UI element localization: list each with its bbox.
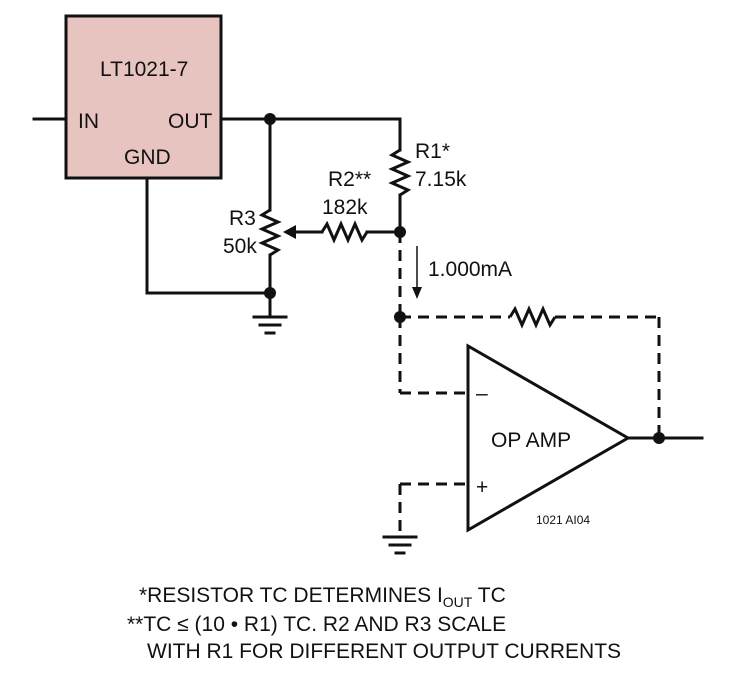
footnote-1-subscript: OUT <box>442 594 473 610</box>
r1-value: 7.15k <box>415 168 467 191</box>
footnote-2: **TC ≤ (10 • R1) TC. R2 AND R3 SCALE <box>127 613 506 637</box>
footnote-1-text: *RESISTOR TC DETERMINES I <box>139 584 443 607</box>
ground-symbol-2 <box>382 535 418 555</box>
r2-value: 182k <box>322 196 368 219</box>
current-label: 1.000mA <box>428 258 512 281</box>
footnote-3: WITH R1 FOR DIFFERENT OUTPUT CURRENTS <box>147 640 621 664</box>
output-junction-dot <box>653 432 665 444</box>
op-amp-minus: – <box>476 382 488 405</box>
ground-symbol-1 <box>252 315 288 335</box>
feedback-resistor <box>508 305 557 329</box>
lt1021-block <box>64 14 223 180</box>
op-amp-label: OP AMP <box>491 429 571 452</box>
r3-wiper-arrow <box>283 225 296 239</box>
ic-name: LT1021-7 <box>100 58 188 81</box>
current-arrow-head <box>412 287 422 299</box>
r1-name: R1* <box>415 140 450 163</box>
footnote-1: *RESISTOR TC DETERMINES IOUT TC <box>139 584 506 610</box>
op-amp-plus: + <box>476 476 488 499</box>
r3-name: R3 <box>229 207 256 230</box>
figure-id: 1021 AI04 <box>536 513 590 527</box>
r3-value: 50k <box>223 235 257 258</box>
r3-resistor <box>258 208 282 257</box>
footnote-3-text: WITH R1 FOR DIFFERENT OUTPUT CURRENTS <box>147 640 622 663</box>
r2-name: R2** <box>328 168 371 191</box>
r1-resistor <box>388 148 412 197</box>
ic-pin-out: OUT <box>168 110 213 133</box>
ic-pin-in: IN <box>78 110 99 133</box>
footnote-2-text: **TC ≤ (10 • R1) TC. R2 AND R3 SCALE <box>127 613 507 636</box>
r2-resistor <box>320 220 369 244</box>
ic-pin-gnd: GND <box>124 146 171 169</box>
op-amp-triangle <box>466 343 632 533</box>
footnote-1-suffix: TC <box>472 584 506 607</box>
